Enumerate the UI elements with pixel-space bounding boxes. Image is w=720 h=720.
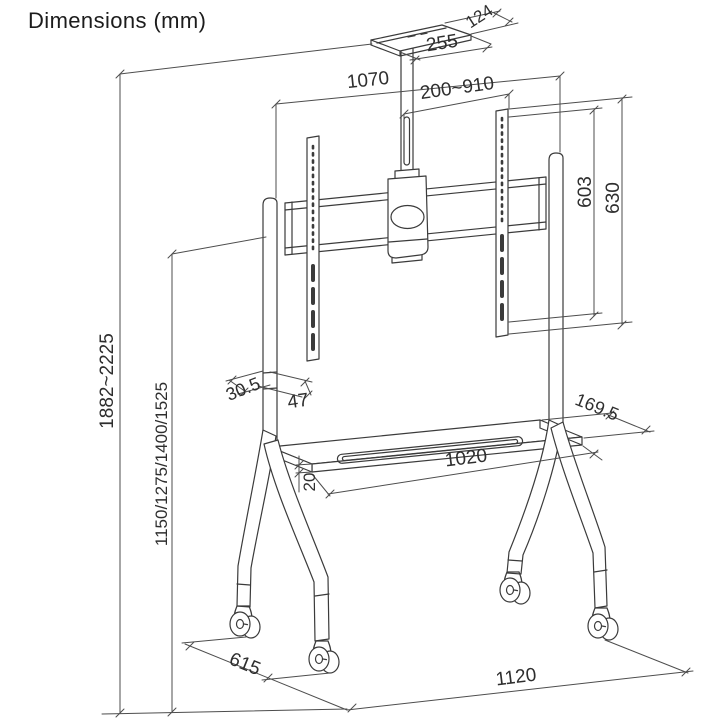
dim-label-top-plate-side: 124 <box>462 1 496 32</box>
dimension-labels: 124 255 1070 200~910 603 630 1882~2225 1… <box>97 1 624 691</box>
left-post <box>262 197 278 449</box>
dim-label-base-depth: 615 <box>226 649 263 680</box>
dim-label-column-depth-b: 47 <box>286 390 310 414</box>
caster-right-front <box>587 607 619 641</box>
dim-label-frame-width: 1070 <box>346 68 390 93</box>
pole-slot <box>403 116 411 166</box>
shelf-slot <box>336 436 524 464</box>
left-front-leg <box>263 439 330 642</box>
dim-label-vesa-height: 603 <box>575 176 596 208</box>
caster-left-rear <box>229 605 261 639</box>
caster-right-rear <box>499 571 531 605</box>
vesa-rail-left <box>306 135 320 362</box>
dim-label-display-center-heights: 1150/1275/1400/1525 <box>152 382 171 546</box>
top-plate <box>370 24 472 57</box>
dim-label-bracket-total-height: 630 <box>603 182 624 214</box>
vesa-rail-right <box>495 108 509 338</box>
dim-label-vesa-width-range: 200~910 <box>419 73 496 104</box>
dimension-lines <box>101 8 694 718</box>
dim-label-shelf-thickness: 20 <box>300 473 319 492</box>
legs <box>236 419 608 642</box>
bracket-oval-hole <box>390 204 425 230</box>
dim-label-shelf-width: 1020 <box>444 445 489 471</box>
caster-left-front <box>308 640 340 674</box>
dim-label-top-plate-front: 255 <box>425 31 460 57</box>
plate-holes <box>407 32 428 38</box>
dim-label-overall-height: 1882~2225 <box>97 333 118 429</box>
shelf <box>269 419 583 473</box>
pole-bracket <box>387 168 429 264</box>
page-title: Dimensions (mm) <box>28 8 207 33</box>
dim-label-shelf-depth: 169.5 <box>572 389 621 424</box>
right-front-leg <box>550 421 608 609</box>
right-post <box>548 152 564 444</box>
right-rear-leg <box>506 419 563 575</box>
dim-label-column-depth-a: 30.5 <box>223 373 263 405</box>
dim-label-base-width: 1120 <box>495 665 538 691</box>
